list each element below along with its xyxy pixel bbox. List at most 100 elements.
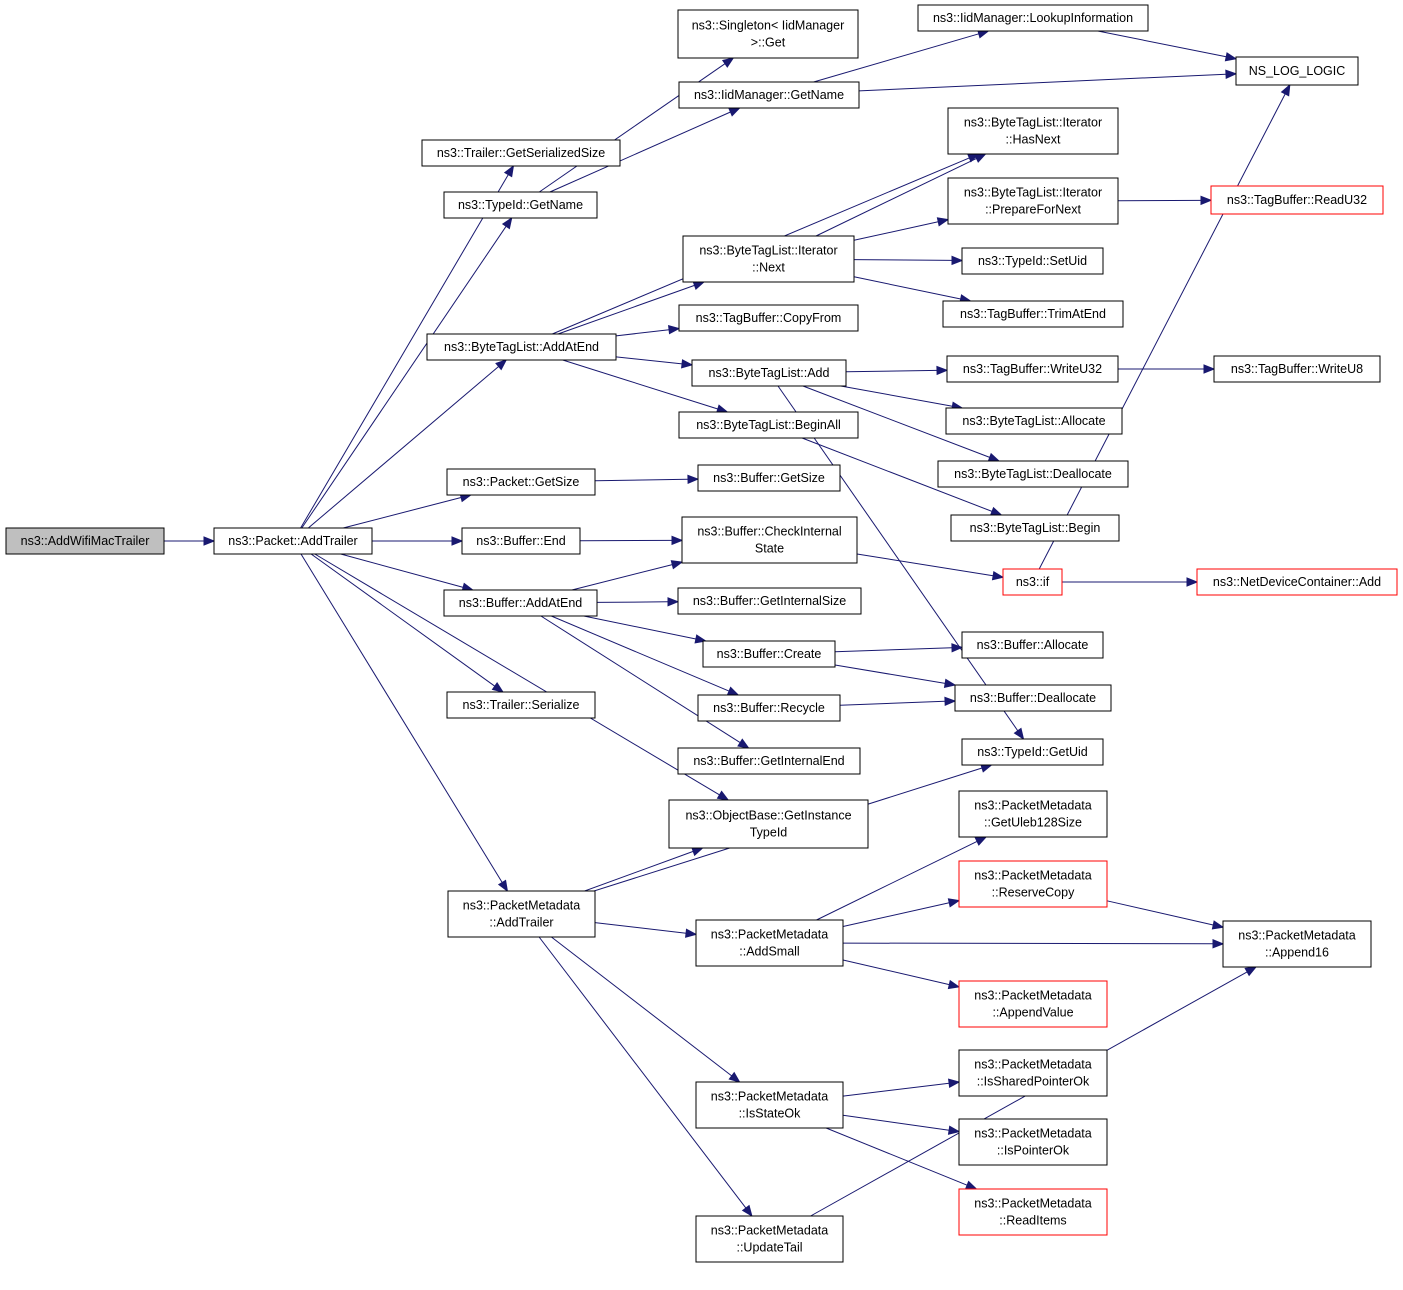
node-box[interactable]	[961, 738, 1104, 766]
node-btlalloc[interactable]: ns3::ByteTagList::Allocate	[945, 407, 1123, 435]
node-box[interactable]	[5, 527, 165, 555]
node-tbwriteu8[interactable]: ns3::TagBuffer::WriteU8	[1213, 355, 1381, 383]
node-box[interactable]	[947, 107, 1119, 155]
node-box[interactable]	[958, 860, 1108, 908]
node-pktaddtrailer[interactable]: ns3::Packet::AddTrailer	[213, 527, 373, 555]
node-box[interactable]	[447, 890, 596, 938]
node-box[interactable]	[958, 1188, 1108, 1236]
node-bufgetintend[interactable]: ns3::Buffer::GetInternalEnd	[677, 747, 861, 775]
node-pmshared[interactable]: ns3::PacketMetadata::IsSharedPointerOk	[958, 1049, 1108, 1097]
node-box[interactable]	[947, 177, 1119, 225]
node-box[interactable]	[446, 691, 596, 719]
node-trailerser[interactable]: ns3::Trailer::Serialize	[446, 691, 596, 719]
node-pmreserve[interactable]: ns3::PacketMetadata::ReserveCopy	[958, 860, 1108, 908]
node-box[interactable]	[958, 980, 1108, 1028]
node-box[interactable]	[702, 640, 836, 668]
node-box[interactable]	[426, 333, 617, 361]
node-box[interactable]	[1222, 920, 1372, 968]
node-box[interactable]	[958, 1118, 1108, 1166]
node-box[interactable]	[213, 527, 373, 555]
node-iidlookup[interactable]: ns3::IidManager::LookupInformation	[917, 4, 1149, 32]
node-tbreadu32[interactable]: ns3::TagBuffer::ReadU32	[1210, 185, 1384, 215]
node-box[interactable]	[945, 407, 1123, 435]
node-box[interactable]	[950, 514, 1120, 542]
node-pmgetuleb[interactable]: ns3::PacketMetadata::GetUleb128Size	[958, 790, 1108, 838]
node-box[interactable]	[961, 247, 1104, 275]
node-pmupdatetail[interactable]: ns3::PacketMetadata::UpdateTail	[695, 1215, 844, 1263]
node-box[interactable]	[954, 684, 1112, 712]
node-btliternext[interactable]: ns3::ByteTagList::Iterator::Next	[682, 235, 855, 283]
node-iidgetname[interactable]: ns3::IidManager::GetName	[678, 81, 860, 109]
node-box[interactable]	[677, 9, 859, 59]
node-pmappend16[interactable]: ns3::PacketMetadata::Append16	[1222, 920, 1372, 968]
node-singleton[interactable]: ns3::Singleton< IidManager>::Get	[677, 9, 859, 59]
node-box[interactable]	[937, 460, 1129, 488]
node-pmaddtrailer[interactable]: ns3::PacketMetadata::AddTrailer	[447, 890, 596, 938]
node-box[interactable]	[695, 1215, 844, 1263]
node-box[interactable]	[1002, 568, 1063, 596]
node-box[interactable]	[678, 81, 860, 109]
node-box[interactable]	[681, 516, 858, 564]
node-addwifi[interactable]: ns3::AddWifiMacTrailer	[5, 527, 165, 555]
node-box[interactable]	[958, 1049, 1108, 1097]
node-box[interactable]	[682, 235, 855, 283]
node-btlbeginall[interactable]: ns3::ByteTagList::BeginAll	[678, 411, 859, 439]
node-box[interactable]	[461, 527, 581, 555]
node-box[interactable]	[697, 694, 841, 722]
node-btliterhasnext[interactable]: ns3::ByteTagList::Iterator::HasNext	[947, 107, 1119, 155]
node-bufrecycle[interactable]: ns3::Buffer::Recycle	[697, 694, 841, 722]
node-box[interactable]	[677, 747, 861, 775]
node-typeidgetuid[interactable]: ns3::TypeId::GetUid	[961, 738, 1104, 766]
node-bufgetintsize[interactable]: ns3::Buffer::GetInternalSize	[677, 587, 862, 615]
node-nsif[interactable]: ns3::if	[1002, 568, 1063, 596]
node-bufalloc[interactable]: ns3::Buffer::Allocate	[961, 631, 1104, 659]
node-ndcadd[interactable]: ns3::NetDeviceContainer::Add	[1196, 568, 1398, 596]
node-box[interactable]	[917, 4, 1149, 32]
node-box[interactable]	[1210, 185, 1384, 215]
node-box[interactable]	[678, 411, 859, 439]
node-box[interactable]	[958, 790, 1108, 838]
node-btladdatend[interactable]: ns3::ByteTagList::AddAtEnd	[426, 333, 617, 361]
node-pmreaditems[interactable]: ns3::PacketMetadata::ReadItems	[958, 1188, 1108, 1236]
node-box[interactable]	[1196, 568, 1398, 596]
node-bufaddatend[interactable]: ns3::Buffer::AddAtEnd	[443, 589, 598, 617]
node-tbcopyfrom[interactable]: ns3::TagBuffer::CopyFrom	[678, 304, 859, 332]
node-btldealloc[interactable]: ns3::ByteTagList::Deallocate	[937, 460, 1129, 488]
node-bufcreate[interactable]: ns3::Buffer::Create	[702, 640, 836, 668]
node-box[interactable]	[678, 304, 859, 332]
node-btliterprep[interactable]: ns3::ByteTagList::Iterator::PrepareForNe…	[947, 177, 1119, 225]
node-pktgetsize[interactable]: ns3::Packet::GetSize	[446, 468, 596, 496]
node-btlbegin[interactable]: ns3::ByteTagList::Begin	[950, 514, 1120, 542]
node-box[interactable]	[668, 799, 869, 849]
node-tbwriteu32[interactable]: ns3::TagBuffer::WriteU32	[946, 355, 1119, 383]
node-box[interactable]	[443, 191, 598, 219]
node-bufdealloc[interactable]: ns3::Buffer::Deallocate	[954, 684, 1112, 712]
node-btladd[interactable]: ns3::ByteTagList::Add	[691, 359, 847, 387]
node-typeidsetuid[interactable]: ns3::TypeId::SetUid	[961, 247, 1104, 275]
node-box[interactable]	[695, 919, 844, 967]
node-bufgetsize[interactable]: ns3::Buffer::GetSize	[697, 464, 841, 492]
node-box[interactable]	[691, 359, 847, 387]
node-box[interactable]	[677, 587, 862, 615]
node-typeidgetname[interactable]: ns3::TypeId::GetName	[443, 191, 598, 219]
node-box[interactable]	[942, 300, 1124, 328]
node-box[interactable]	[1213, 355, 1381, 383]
node-box[interactable]	[697, 464, 841, 492]
node-pmappendval[interactable]: ns3::PacketMetadata::AppendValue	[958, 980, 1108, 1028]
node-box[interactable]	[446, 468, 596, 496]
node-tbtrim[interactable]: ns3::TagBuffer::TrimAtEnd	[942, 300, 1124, 328]
node-pmaddsmall[interactable]: ns3::PacketMetadata::AddSmall	[695, 919, 844, 967]
node-box[interactable]	[961, 631, 1104, 659]
node-nslog[interactable]: NS_LOG_LOGIC	[1235, 56, 1359, 86]
node-bufend[interactable]: ns3::Buffer::End	[461, 527, 581, 555]
node-box[interactable]	[443, 589, 598, 617]
node-box[interactable]	[421, 139, 621, 167]
node-box[interactable]	[946, 355, 1119, 383]
node-box[interactable]	[695, 1081, 844, 1129]
node-pmisptr[interactable]: ns3::PacketMetadata::IsPointerOk	[958, 1118, 1108, 1166]
node-pmisstate[interactable]: ns3::PacketMetadata::IsStateOk	[695, 1081, 844, 1129]
node-trailergss[interactable]: ns3::Trailer::GetSerializedSize	[421, 139, 621, 167]
node-box[interactable]	[1235, 56, 1359, 86]
